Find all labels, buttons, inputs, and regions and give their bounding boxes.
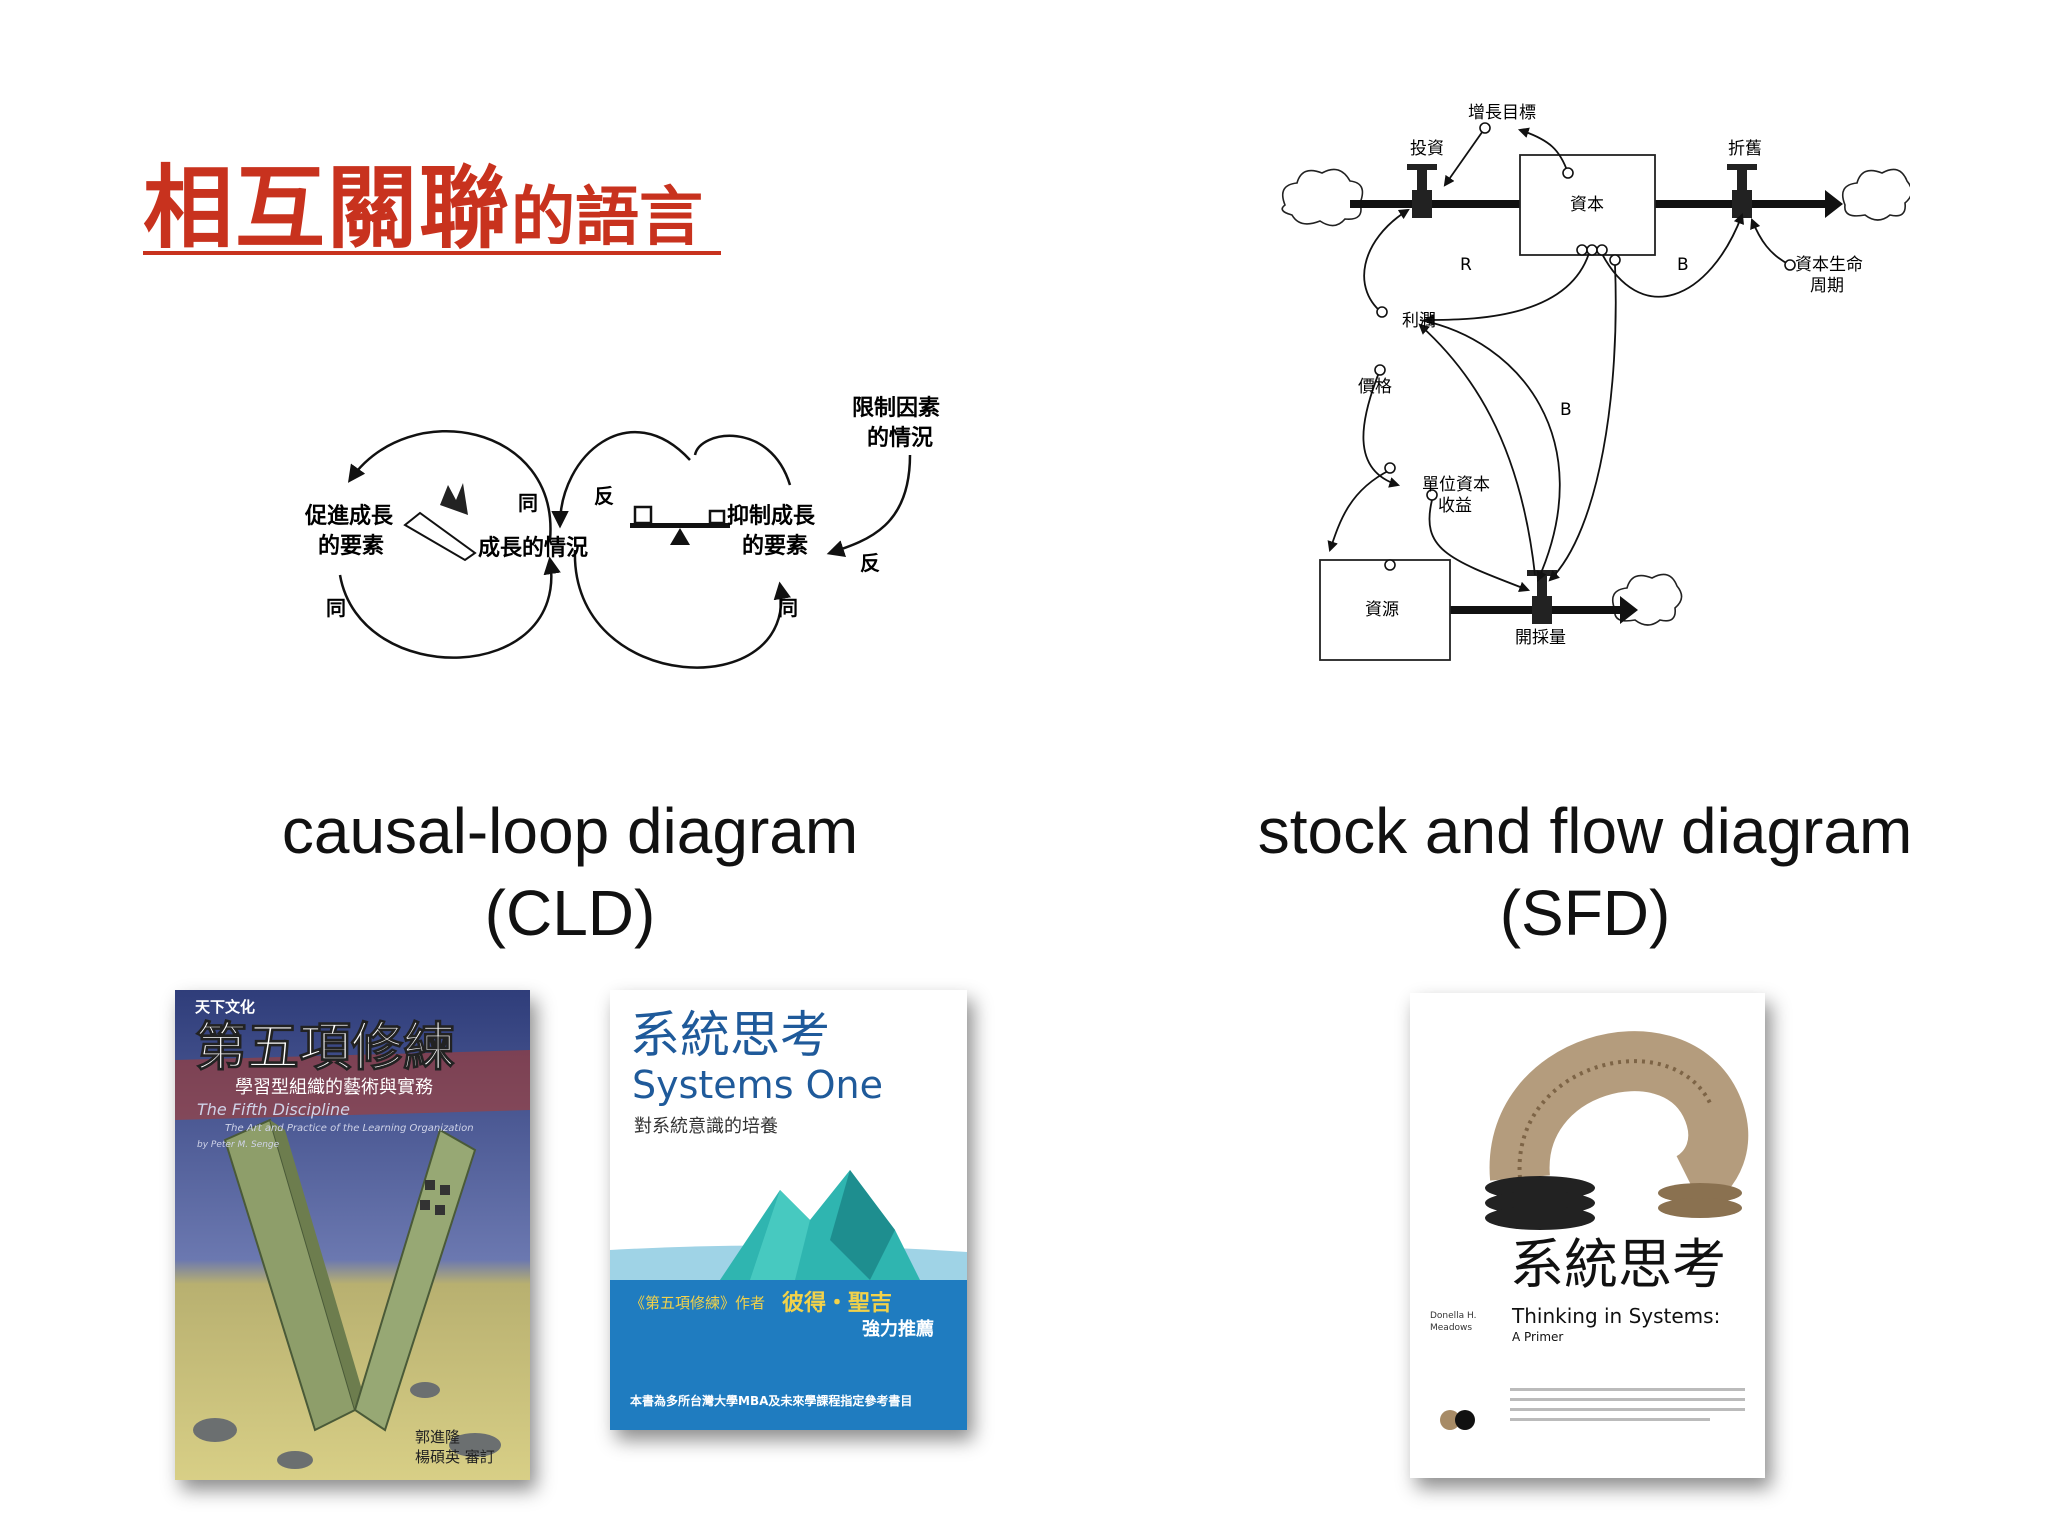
book-cover-fifth-discipline: 天下文化 第五項修練 學習型組織的藝術與實務 The Fifth Discipl… (175, 990, 530, 1480)
thinking-author-1: Donella H. (1430, 1311, 1477, 1321)
cld-sign-same-1: 同 (518, 491, 538, 515)
cld-caption: causal-loop diagram (CLD) (190, 790, 950, 954)
cld-sign-opposite-2: 反 (860, 551, 880, 575)
slinky-spring-icon (1485, 1031, 1749, 1230)
one-en-title: Systems One (632, 1063, 883, 1107)
one-endorse-2: 彼得・聖吉 (782, 1290, 892, 1316)
sfd-label-extraction: 開採量 (1515, 628, 1566, 648)
book-cover-systems-one: 系統思考 Systems One 對系統意識的培養 《第五項修練》作者 彼得・聖… (610, 990, 967, 1430)
fifth-title: 第五項修練 (195, 1018, 455, 1078)
thinking-author-2: Meadows (1430, 1323, 1472, 1333)
cld-sign-same-3: 同 (778, 596, 798, 620)
fifth-en-subtitle: The Art and Practice of the Learning Org… (225, 1123, 474, 1134)
cld-right-loop-top (693, 434, 792, 486)
cld-right-loop-upper (551, 430, 691, 529)
cld-sign-opposite-1: 反 (594, 484, 614, 508)
cld-label-limit-2: 的情況 (867, 425, 933, 451)
cld-label-restrain-1: 抑制成長 (727, 504, 816, 529)
cld-label-growth: 成長的情況 (478, 535, 588, 561)
fifth-subtitle: 學習型組織的藝術與實務 (235, 1077, 433, 1098)
fifth-author: by Peter M. Senge (197, 1140, 280, 1150)
one-endorse-1: 《第五項修練》作者 (630, 1294, 765, 1312)
thinking-en-subtitle: A Primer (1512, 1330, 1563, 1344)
fifth-reviewer-1: 郭進隆 (415, 1428, 460, 1446)
cld-label-promote-2: 的要素 (318, 533, 384, 559)
sfd-label-unit-return-1: 單位資本 (1422, 475, 1490, 495)
cld-caption-line-1: causal-loop diagram (281, 795, 859, 867)
page-title: 相互關聯的語言 (143, 135, 703, 265)
thinking-en-title: Thinking in Systems: (1511, 1304, 1720, 1328)
one-subtitle: 對系統意識的培養 (634, 1116, 778, 1137)
source-cloud-icon (1281, 168, 1364, 227)
sfd-label-growth-goal: 增長目標 (1468, 103, 1536, 123)
fifth-en-title: The Fifth Discipline (197, 1100, 350, 1119)
sfd-loop-b1: B (1677, 255, 1689, 275)
book-cover-thinking-in-systems: 系統思考 Thinking in Systems: A Primer Donel… (1410, 993, 1765, 1478)
sfd-loop-b2: B (1560, 400, 1572, 420)
cld-left-loop-upper (347, 430, 552, 541)
cld-limit-arrow (826, 454, 912, 557)
sfd-label-resources: 資源 (1365, 600, 1399, 620)
title-underline (143, 251, 721, 255)
sfd-caption-line-2: (SFD) (1499, 877, 1671, 949)
iceberg-icon (720, 1170, 920, 1280)
cld-label-promote-1: 促進成長 (304, 504, 394, 529)
causal-loop-diagram: 促進成長 的要素 成長的情況 抑制成長 的要素 限制因素 的情況 同 同 同 反… (304, 395, 940, 669)
sfd-label-unit-return-2: 收益 (1438, 496, 1472, 516)
page-title-suffix: 的語言 (511, 181, 703, 255)
sfd-label-price: 價格 (1358, 377, 1392, 397)
sink-cloud-icon-top (1841, 168, 1910, 221)
cld-right-loop-lower (573, 549, 791, 669)
cld-sign-same-2: 同 (326, 596, 346, 620)
sfd-caption-line-1: stock and flow diagram (1257, 795, 1913, 867)
investment-valve-icon (1407, 164, 1437, 218)
sfd-label-profit: 利潤 (1402, 311, 1436, 331)
finger-pointer-icon (403, 483, 477, 562)
sfd-label-capital-life-1: 資本生命 (1795, 255, 1863, 275)
fifth-publisher: 天下文化 (195, 998, 255, 1016)
sfd-label-capital: 資本 (1570, 195, 1604, 215)
one-title: 系統思考 (630, 1006, 830, 1064)
cld-left-loop-lower (338, 556, 561, 659)
sfd-label-investment: 投資 (1410, 139, 1444, 159)
depreciation-valve-icon (1727, 164, 1757, 218)
cld-caption-line-2: (CLD) (484, 877, 656, 949)
one-endorse-3: 強力推薦 (862, 1318, 934, 1340)
sfd-loop-r: R (1460, 255, 1472, 275)
thinking-title: 系統思考 (1510, 1233, 1726, 1296)
stock-flow-diagram: 增長目標 投資 資本 折舊 資本生命 周期 R B B 利潤 價格 單位資本 收… (1281, 103, 1910, 661)
one-footer: 本書為多所台灣大學MBA及未來學課程指定參考書目 (630, 1393, 912, 1408)
page-title-main: 相互關聯 (143, 156, 511, 261)
fifth-reviewer-2: 楊碩英 審訂 (415, 1448, 495, 1466)
sfd-label-depreciation: 折舊 (1728, 139, 1762, 159)
resources-stock (1319, 559, 1451, 661)
balance-seesaw-icon (630, 505, 730, 545)
cld-label-limit-1: 限制因素 (852, 395, 940, 421)
cld-label-restrain-2: 的要素 (742, 533, 808, 559)
sfd-caption: stock and flow diagram (SFD) (1175, 790, 1995, 954)
sfd-label-capital-life-2: 周期 (1810, 276, 1844, 296)
